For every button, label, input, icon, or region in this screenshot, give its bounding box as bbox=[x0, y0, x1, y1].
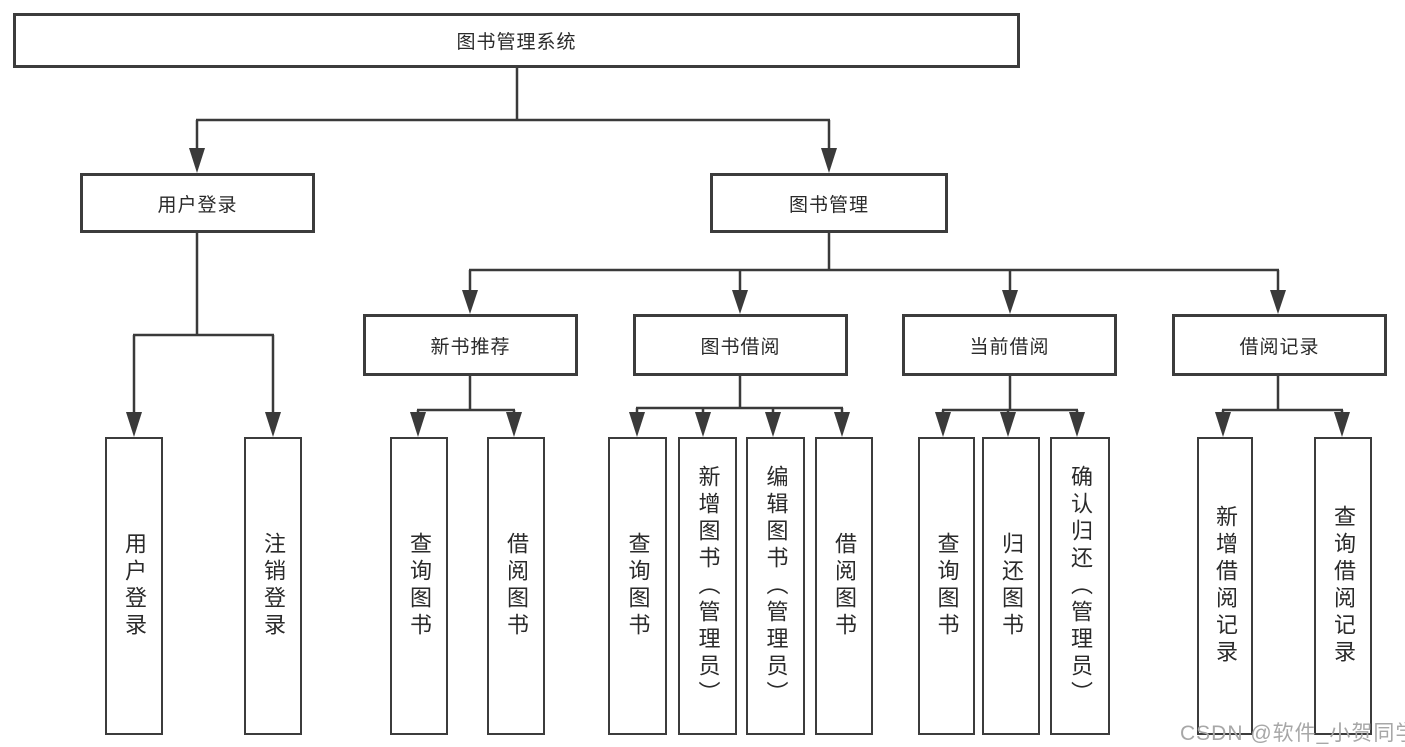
node-new-book-recommend: 新书推荐 bbox=[363, 314, 578, 376]
leaf-label: 借阅图书 bbox=[832, 532, 857, 640]
leaf-borrow-books-recommend: 借阅图书 bbox=[487, 437, 545, 735]
leaf-query-books-current: 查询图书 bbox=[918, 437, 975, 735]
leaf-borrow-books: 借阅图书 bbox=[815, 437, 873, 735]
tree-edges bbox=[132, 68, 1344, 414]
leaf-label: 确认归还（管理员） bbox=[1068, 464, 1093, 708]
leaf-label: 新增借阅记录 bbox=[1213, 505, 1238, 667]
leaf-logout: 注销登录 bbox=[244, 437, 302, 735]
leaf-label: 注销登录 bbox=[261, 532, 286, 640]
node-borrow-records: 借阅记录 bbox=[1172, 314, 1387, 376]
leaf-label: 新增图书（管理员） bbox=[695, 464, 721, 708]
node-book-borrow: 图书借阅 bbox=[633, 314, 848, 376]
leaf-label: 查询图书 bbox=[934, 532, 960, 640]
node-book-management: 图书管理 bbox=[710, 173, 948, 233]
leaf-add-book-admin: 新增图书（管理员） bbox=[678, 437, 737, 735]
leaf-label: 归还图书 bbox=[999, 532, 1024, 640]
leaf-label: 查询图书 bbox=[625, 532, 651, 640]
node-root-system: 图书管理系统 bbox=[13, 13, 1020, 68]
leaf-edit-book-admin: 编辑图书（管理员） bbox=[746, 437, 805, 735]
leaf-user-login: 用户登录 bbox=[105, 437, 163, 735]
node-current-borrow: 当前借阅 bbox=[902, 314, 1117, 376]
leaf-confirm-return-admin: 确认归还（管理员） bbox=[1050, 437, 1110, 735]
leaf-query-books-recommend: 查询图书 bbox=[390, 437, 448, 735]
leaf-add-borrow-record: 新增借阅记录 bbox=[1197, 437, 1253, 735]
leaf-label: 查询图书 bbox=[407, 532, 432, 640]
arrowheads bbox=[126, 148, 1350, 437]
leaf-label: 查询借阅记录 bbox=[1331, 505, 1356, 667]
leaf-query-borrow-record: 查询借阅记录 bbox=[1314, 437, 1372, 735]
leaf-query-books-borrow: 查询图书 bbox=[608, 437, 667, 735]
leaf-return-book: 归还图书 bbox=[982, 437, 1040, 735]
leaf-label: 借阅图书 bbox=[504, 532, 529, 640]
leaf-label: 编辑图书（管理员） bbox=[763, 464, 789, 708]
leaf-label: 用户登录 bbox=[122, 532, 147, 640]
csdn-watermark: CSDN @软件_小贺同学 bbox=[1180, 722, 1405, 745]
node-user-login: 用户登录 bbox=[80, 173, 315, 233]
